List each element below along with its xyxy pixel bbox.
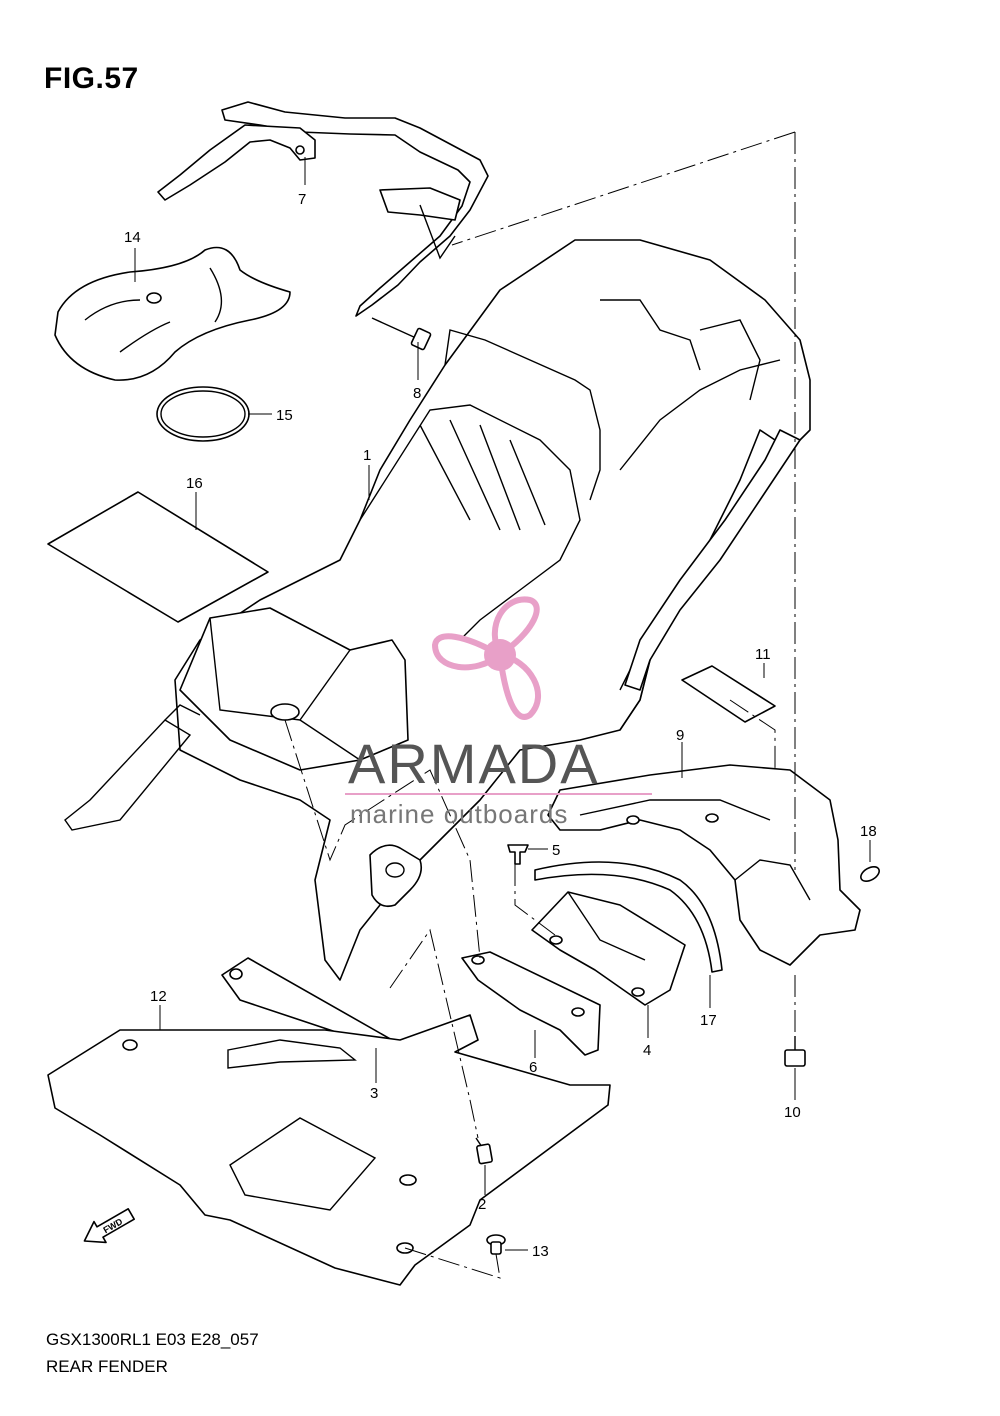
bolt-2-part: [475, 1137, 493, 1165]
callout-5: 5: [552, 842, 560, 859]
rivet-5-part: [507, 844, 529, 865]
screw-13-part: [486, 1234, 506, 1255]
sheet-part: [47, 491, 269, 623]
callout-12: 12: [150, 988, 167, 1005]
model-code: GSX1300RL1 E03 E28_057: [46, 1330, 259, 1349]
callout-9: 9: [676, 727, 684, 744]
figure-title: FIG.57: [44, 62, 139, 95]
callout-17: 17: [700, 1012, 717, 1029]
callout-2: 2: [478, 1196, 486, 1213]
armada-watermark: ARMADA marine outboards: [345, 596, 652, 829]
propeller-logo-icon: [431, 596, 542, 720]
callout-13: 13: [532, 1243, 549, 1260]
rear-fender-main-part: [64, 239, 811, 981]
callout-10: 10: [784, 1104, 801, 1121]
seal-ring-part: [156, 386, 250, 442]
bracket-6-part: [461, 951, 601, 1056]
callout-15: 15: [276, 407, 293, 424]
callout-16: 16: [186, 475, 203, 492]
callout-7: 7: [298, 191, 306, 208]
callout-14: 14: [124, 229, 141, 246]
bracket-part: [547, 764, 861, 966]
section-name: REAR FENDER: [46, 1357, 168, 1376]
callout-1: 1: [363, 447, 371, 464]
callout-6: 6: [529, 1059, 537, 1076]
grab-rail-part: [157, 101, 489, 317]
callout-11: 11: [755, 646, 771, 663]
watermark-brand: ARMADA: [348, 732, 600, 795]
bolt-10-part: [784, 1036, 806, 1067]
trim-strip-part: [534, 861, 723, 973]
label-part: [681, 665, 776, 723]
callout-18: 18: [860, 823, 877, 840]
watermark-tagline: marine outboards: [350, 799, 568, 829]
fender-side-strap: [624, 429, 801, 691]
bracket-4-part: [531, 891, 686, 1006]
bulb-18-part: [860, 865, 880, 883]
callout-3: 3: [370, 1085, 378, 1102]
under-cover-12-part: [47, 1014, 611, 1286]
bolt-8-part: [371, 317, 432, 351]
fwd-direction-arrow: FWD: [83, 1208, 135, 1244]
seat-cover-part: [54, 246, 291, 381]
callout-8: 8: [413, 385, 421, 402]
callout-4: 4: [643, 1042, 651, 1059]
